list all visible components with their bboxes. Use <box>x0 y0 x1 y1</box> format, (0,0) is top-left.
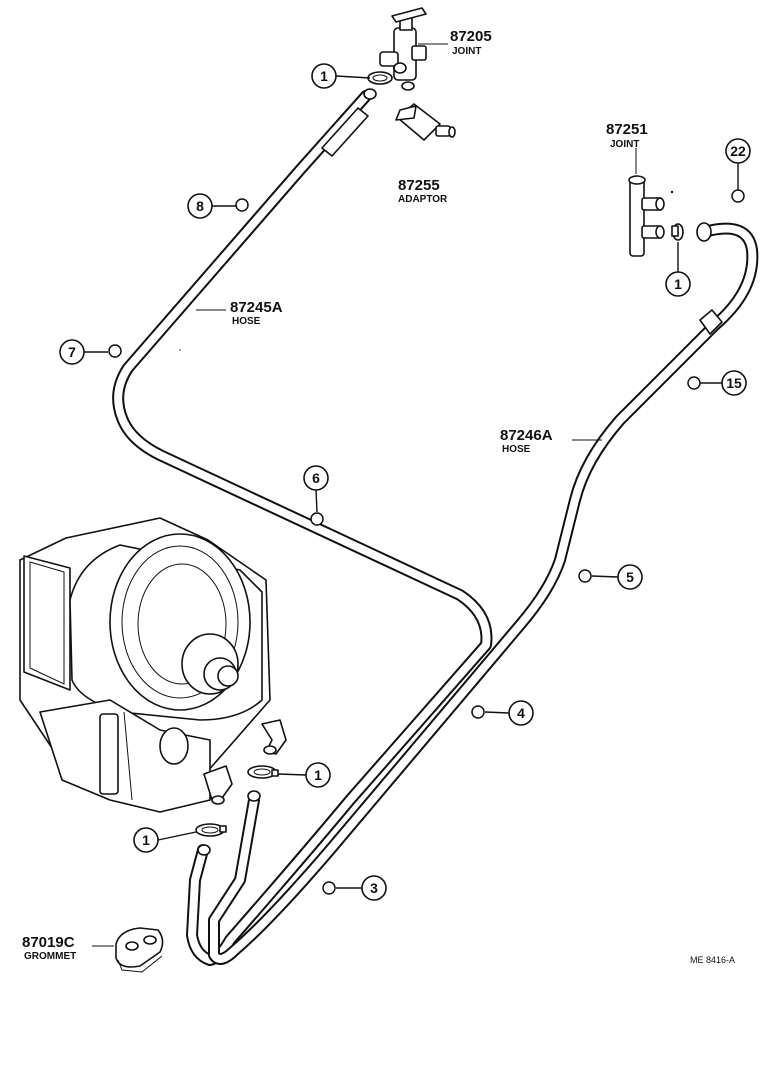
joint-87251 <box>628 175 665 257</box>
callout-1-heater-upper-label: 1 <box>314 767 322 783</box>
adaptor-87255 <box>395 103 456 141</box>
spot-marker-4 <box>471 705 485 719</box>
spot-marker-15 <box>687 376 701 390</box>
part-number-87255: 87255 <box>398 177 440 194</box>
joint-87205 <box>367 7 427 91</box>
hose-clamp-right <box>671 223 684 241</box>
hose-87246a <box>197 222 759 965</box>
spot-marker-22 <box>731 189 745 203</box>
hose-clamp-heater-upper <box>247 765 279 779</box>
hose-87245a <box>112 88 493 966</box>
grommet-87019c <box>115 927 164 973</box>
callout-1-heater-lower-label: 1 <box>142 832 150 848</box>
spot-marker-8 <box>235 198 249 212</box>
part-number-87245a: 87245A <box>230 299 283 316</box>
part-name-hose-87245a: HOSE <box>232 316 261 327</box>
callout-6-label: 6 <box>312 470 320 486</box>
callout-1-right-label: 1 <box>674 276 682 292</box>
callout-15-label: 15 <box>726 375 742 391</box>
callout-8-label: 8 <box>196 198 204 214</box>
callout-22-label: 22 <box>730 143 746 159</box>
spot-marker-6 <box>310 512 324 526</box>
spot-marker-7 <box>108 344 122 358</box>
callout-7-label: 7 <box>68 344 76 360</box>
callout-5-label: 5 <box>626 569 634 585</box>
hose-band-87246a <box>699 309 723 335</box>
part-name-joint-87205: JOINT <box>452 46 481 57</box>
spot-marker-3 <box>322 881 336 895</box>
part-name-hose-87246a: HOSE <box>502 444 531 455</box>
part-name-grommet-87019c: GROMMET <box>24 951 76 962</box>
hose-clamp-heater-lower <box>195 823 227 837</box>
heater-unit <box>19 517 287 813</box>
callout-1-top-label: 1 <box>320 68 328 84</box>
part-number-87246a: 87246A <box>500 427 553 444</box>
part-name-joint-87251: JOINT <box>610 139 639 150</box>
hose-sleeve-87245a <box>321 107 369 157</box>
part-number-87019c: 87019C <box>22 934 75 951</box>
part-number-87205: 87205 <box>450 28 492 45</box>
reference-code: ME 8416-A <box>690 955 735 965</box>
spot-marker-5 <box>578 569 592 583</box>
part-name-adaptor-87255: ADAPTOR <box>398 194 448 205</box>
callout-4-label: 4 <box>517 705 525 721</box>
part-number-87251: 87251 <box>606 121 648 138</box>
callout-3-label: 3 <box>370 880 378 896</box>
